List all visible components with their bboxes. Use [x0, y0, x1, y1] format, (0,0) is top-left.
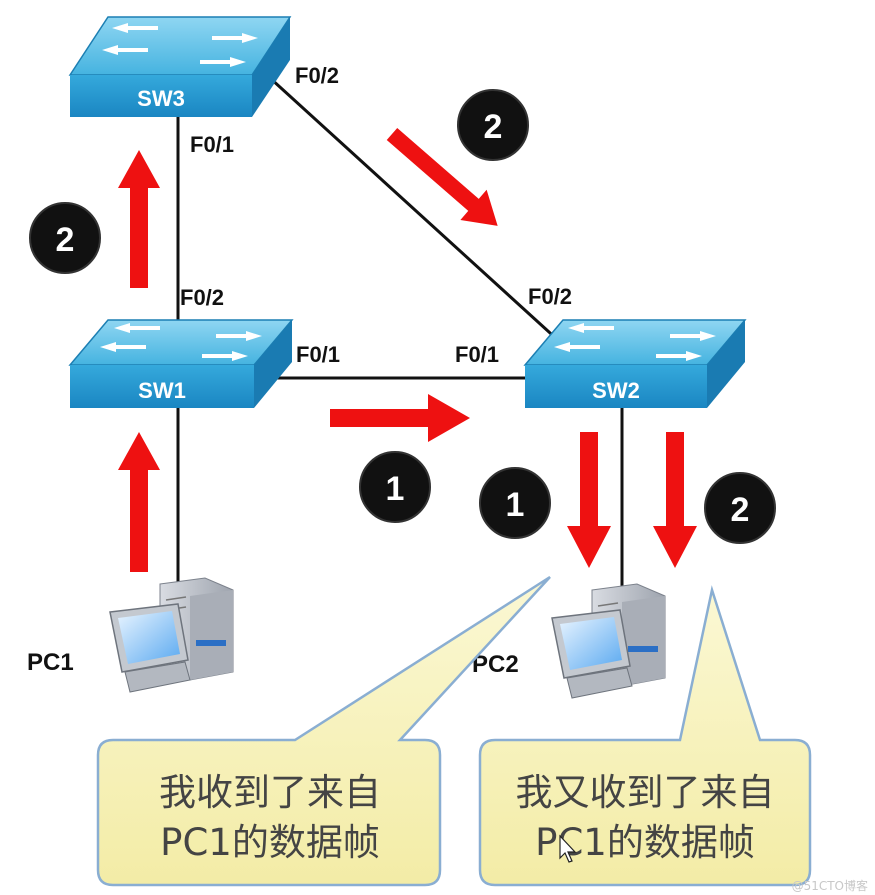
flow-arrows — [118, 127, 697, 572]
switch-sw2-side — [707, 320, 745, 408]
switch-sw1-top — [68, 319, 294, 366]
callout-right-line2: PC1的数据帧 — [535, 821, 755, 864]
arrow-diagonal-sw3-to-sw2 — [386, 127, 498, 226]
callout-right: 我又收到了来自 PC1的数据帧 — [478, 585, 812, 887]
arrow-up-pc1-to-sw1 — [118, 432, 160, 572]
link-sw3-sw2 — [268, 76, 562, 344]
callout-right-line1: 我又收到了来自 — [516, 771, 775, 814]
step-badge-sw1-to-sw2: 1 — [359, 451, 431, 523]
switch-sw1-side — [254, 320, 292, 408]
switch-sw2-front — [525, 365, 707, 408]
pc1-computer-icon — [109, 577, 234, 693]
switch-sw1-front — [70, 365, 254, 408]
callout-right-bubble — [478, 585, 812, 887]
port-sw2-f01: F0/1 — [455, 342, 499, 367]
step-badge-sw2-to-pc2-second: 2 — [704, 472, 776, 544]
watermark: @51CTO博客 — [792, 878, 868, 893]
callout-left-line1: 我收到了来自 — [159, 771, 381, 814]
port-sw1-f01: F0/1 — [296, 342, 340, 367]
callout-left-bubble — [96, 575, 551, 887]
port-sw3-f02: F0/2 — [295, 63, 339, 88]
port-sw1-f02: F0/2 — [180, 285, 224, 310]
svg-text:2: 2 — [56, 221, 75, 259]
switch-sw3-side — [252, 17, 290, 117]
pc2[interactable]: PC2 — [472, 583, 666, 699]
mouse-cursor-icon — [559, 834, 577, 863]
switch-sw1[interactable]: SW1 — [68, 319, 294, 408]
step-badge-sw2-to-pc2-first: 1 — [479, 467, 551, 539]
switch-sw3-top — [68, 16, 292, 76]
switch-sw2-top — [523, 319, 747, 366]
port-sw3-f01: F0/1 — [190, 132, 234, 157]
switch-sw3-front — [70, 75, 252, 117]
callout-left: 我收到了来自 PC1的数据帧 — [96, 575, 551, 887]
step-badges: 2 2 1 1 2 — [29, 89, 776, 544]
pc2-label: PC2 — [472, 651, 519, 678]
switch-sw3[interactable]: SW3 — [68, 16, 292, 117]
step-badge-sw1-to-sw3: 2 — [29, 202, 101, 274]
arrow-down-sw2-to-pc2-first — [567, 432, 611, 568]
svg-text:2: 2 — [484, 108, 503, 146]
pc2-computer-icon — [551, 583, 666, 699]
switch-sw1-label: SW1 — [138, 378, 186, 403]
switch-sw3-label: SW3 — [137, 86, 185, 111]
switch-sw2[interactable]: SW2 — [523, 319, 747, 408]
port-labels: F0/2 F0/1 F0/2 F0/1 F0/1 F0/2 — [180, 63, 572, 367]
svg-text:1: 1 — [386, 470, 405, 508]
step-badge-sw3-to-sw2: 2 — [457, 89, 529, 161]
svg-text:1: 1 — [506, 486, 525, 524]
links — [176, 76, 624, 590]
switch-sw2-label: SW2 — [592, 378, 640, 403]
arrow-right-sw1-to-sw2 — [330, 394, 470, 442]
callout-left-line2: PC1的数据帧 — [160, 821, 380, 864]
arrow-up-sw1-to-sw3 — [118, 150, 160, 288]
arrow-down-sw2-to-pc2-second — [653, 432, 697, 568]
pc1[interactable]: PC1 — [27, 577, 234, 693]
pc1-label: PC1 — [27, 649, 74, 676]
port-sw2-f02: F0/2 — [528, 284, 572, 309]
svg-text:2: 2 — [731, 491, 750, 529]
